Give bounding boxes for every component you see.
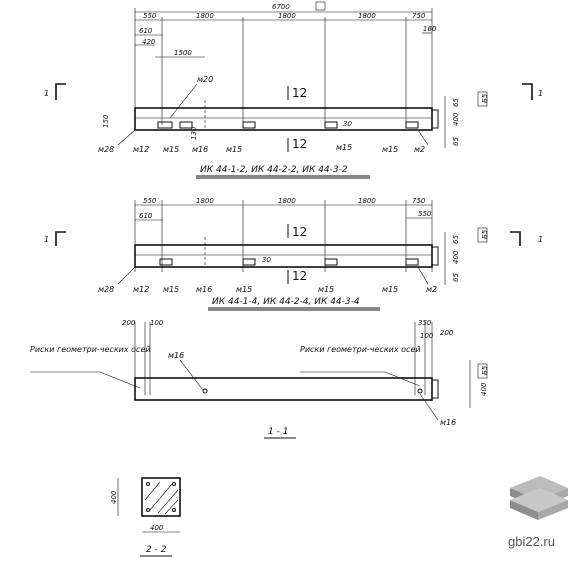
dim-420: 420: [142, 38, 156, 46]
dim-550: 550: [143, 12, 157, 20]
mid-mark-12-bottom: 12: [292, 269, 307, 283]
dim-160: 160: [423, 25, 437, 33]
mid-dim-750: 750: [412, 197, 426, 205]
section-1-1: 200 100 350 100 200 Риски геометри-чески…: [30, 319, 489, 439]
mid-dim-550: 550: [143, 197, 157, 205]
label-m15-b: м15: [226, 145, 242, 154]
label-m12: м12: [133, 145, 149, 154]
s11-note-left: Риски геометри-ческих осей: [30, 345, 151, 354]
mid-label-m28: м28: [98, 285, 114, 294]
label-m15-c: м15: [336, 143, 352, 152]
mid-label-m15-c: м15: [318, 285, 334, 294]
mark-12-bottom: 12: [292, 137, 307, 151]
mid-dim-65-bottom: 65: [452, 273, 460, 282]
label-m28: м28: [98, 145, 114, 154]
mid-dim-30: 30: [262, 256, 271, 264]
dim-150: 150: [102, 114, 110, 128]
mid-label-m15-a: м15: [163, 285, 179, 294]
dim-1800-a: 1800: [196, 12, 214, 20]
s11-beam-outline: [134, 377, 433, 401]
middle-view-caption: ИК 44-1-4, ИК 44-2-4, ИК 44-3-4: [212, 297, 360, 307]
s11-box-mark-b5: Б5: [481, 365, 489, 375]
watermark-text: gbi22.ru: [508, 534, 555, 549]
dim-1500: 1500: [174, 49, 192, 57]
mid-label-m2: м2: [426, 285, 437, 294]
dim-750: 750: [412, 12, 426, 20]
label-m15-d: м15: [382, 145, 398, 154]
mid-dim-1800-a: 1800: [196, 197, 214, 205]
s11-dim-200-right: 200: [440, 329, 454, 337]
mid-dim-610: 610: [139, 212, 153, 220]
watermark: gbi22.ru: [508, 476, 568, 549]
label-m20: м20: [197, 75, 213, 84]
mid-section-mark-right: 1: [538, 235, 543, 244]
s11-dim-100-left: 100: [150, 319, 164, 327]
label-m15-a: м15: [163, 145, 179, 154]
mid-beam-outline: [134, 244, 433, 268]
s22-dim-height: 400: [110, 490, 118, 504]
mark-12-top: 12: [292, 86, 307, 100]
section-2-2: 400 400 2 - 2: [110, 477, 181, 557]
s22-outline: [141, 477, 181, 517]
mid-label-m12: м12: [133, 285, 149, 294]
mid-dim-550-right: 550: [418, 210, 432, 218]
s11-dim-100-right: 100: [420, 332, 434, 340]
top-view-caption: ИК 44-1-2, ИК 44-2-2, ИК 44-3-2: [200, 165, 348, 175]
dim-30: 30: [343, 120, 352, 128]
s11-label-m16-top: м16: [168, 351, 184, 360]
mid-mark-12-top: 12: [292, 225, 307, 239]
dim-65-bottom: 65: [452, 137, 460, 146]
mid-section-mark-left: 1: [44, 235, 49, 244]
dim-400: 400: [452, 112, 460, 126]
top-view: 6700 550 1800 1800 1800 750 610 420 1500…: [44, 1, 543, 179]
middle-view-bottom-labels: м28 м12 м15 м16 м15 м15 м15 м2: [98, 285, 437, 294]
mid-dim-65-top: 65: [452, 235, 460, 244]
s22-caption: 2 - 2: [146, 545, 167, 555]
s11-caption: 1 - 1: [268, 427, 288, 437]
s22-dim-width: 400: [150, 524, 164, 532]
mid-box-mark-b5: Б5: [481, 229, 489, 239]
mid-dim-400: 400: [452, 250, 460, 264]
label-m16: м16: [192, 145, 208, 154]
dim-130: 130: [190, 126, 198, 140]
dim-1800-c: 1800: [358, 12, 376, 20]
top-view-bottom-labels: м28 м12 м15 м16 м15 м15 м15 м2: [98, 143, 425, 154]
label-m2: м2: [414, 145, 425, 154]
mid-label-m16: м16: [196, 285, 212, 294]
s11-label-m16-bottom: м16: [440, 418, 456, 427]
s11-dim-400: 400: [480, 382, 488, 396]
section-mark-right: 1: [538, 89, 543, 98]
dim-65-top: 65: [452, 98, 460, 107]
box-mark-b5: Б5: [481, 93, 489, 103]
mid-label-m15-d: м15: [382, 285, 398, 294]
s11-dim-200: 200: [122, 319, 136, 327]
mid-dim-1800-b: 1800: [278, 197, 296, 205]
total-length-dim: 6700: [272, 3, 290, 11]
mid-label-m15-b: м15: [236, 285, 252, 294]
logo-icon: [510, 476, 568, 520]
mid-dim-1800-c: 1800: [358, 197, 376, 205]
middle-view: 550 1800 1800 1800 750 610 550 30 12 12 …: [44, 197, 543, 311]
dim-1800-b: 1800: [278, 12, 296, 20]
section-mark-left: 1: [44, 89, 49, 98]
dim-610: 610: [139, 27, 153, 35]
s11-note-right: Риски геометри-ческих осей: [300, 345, 421, 354]
